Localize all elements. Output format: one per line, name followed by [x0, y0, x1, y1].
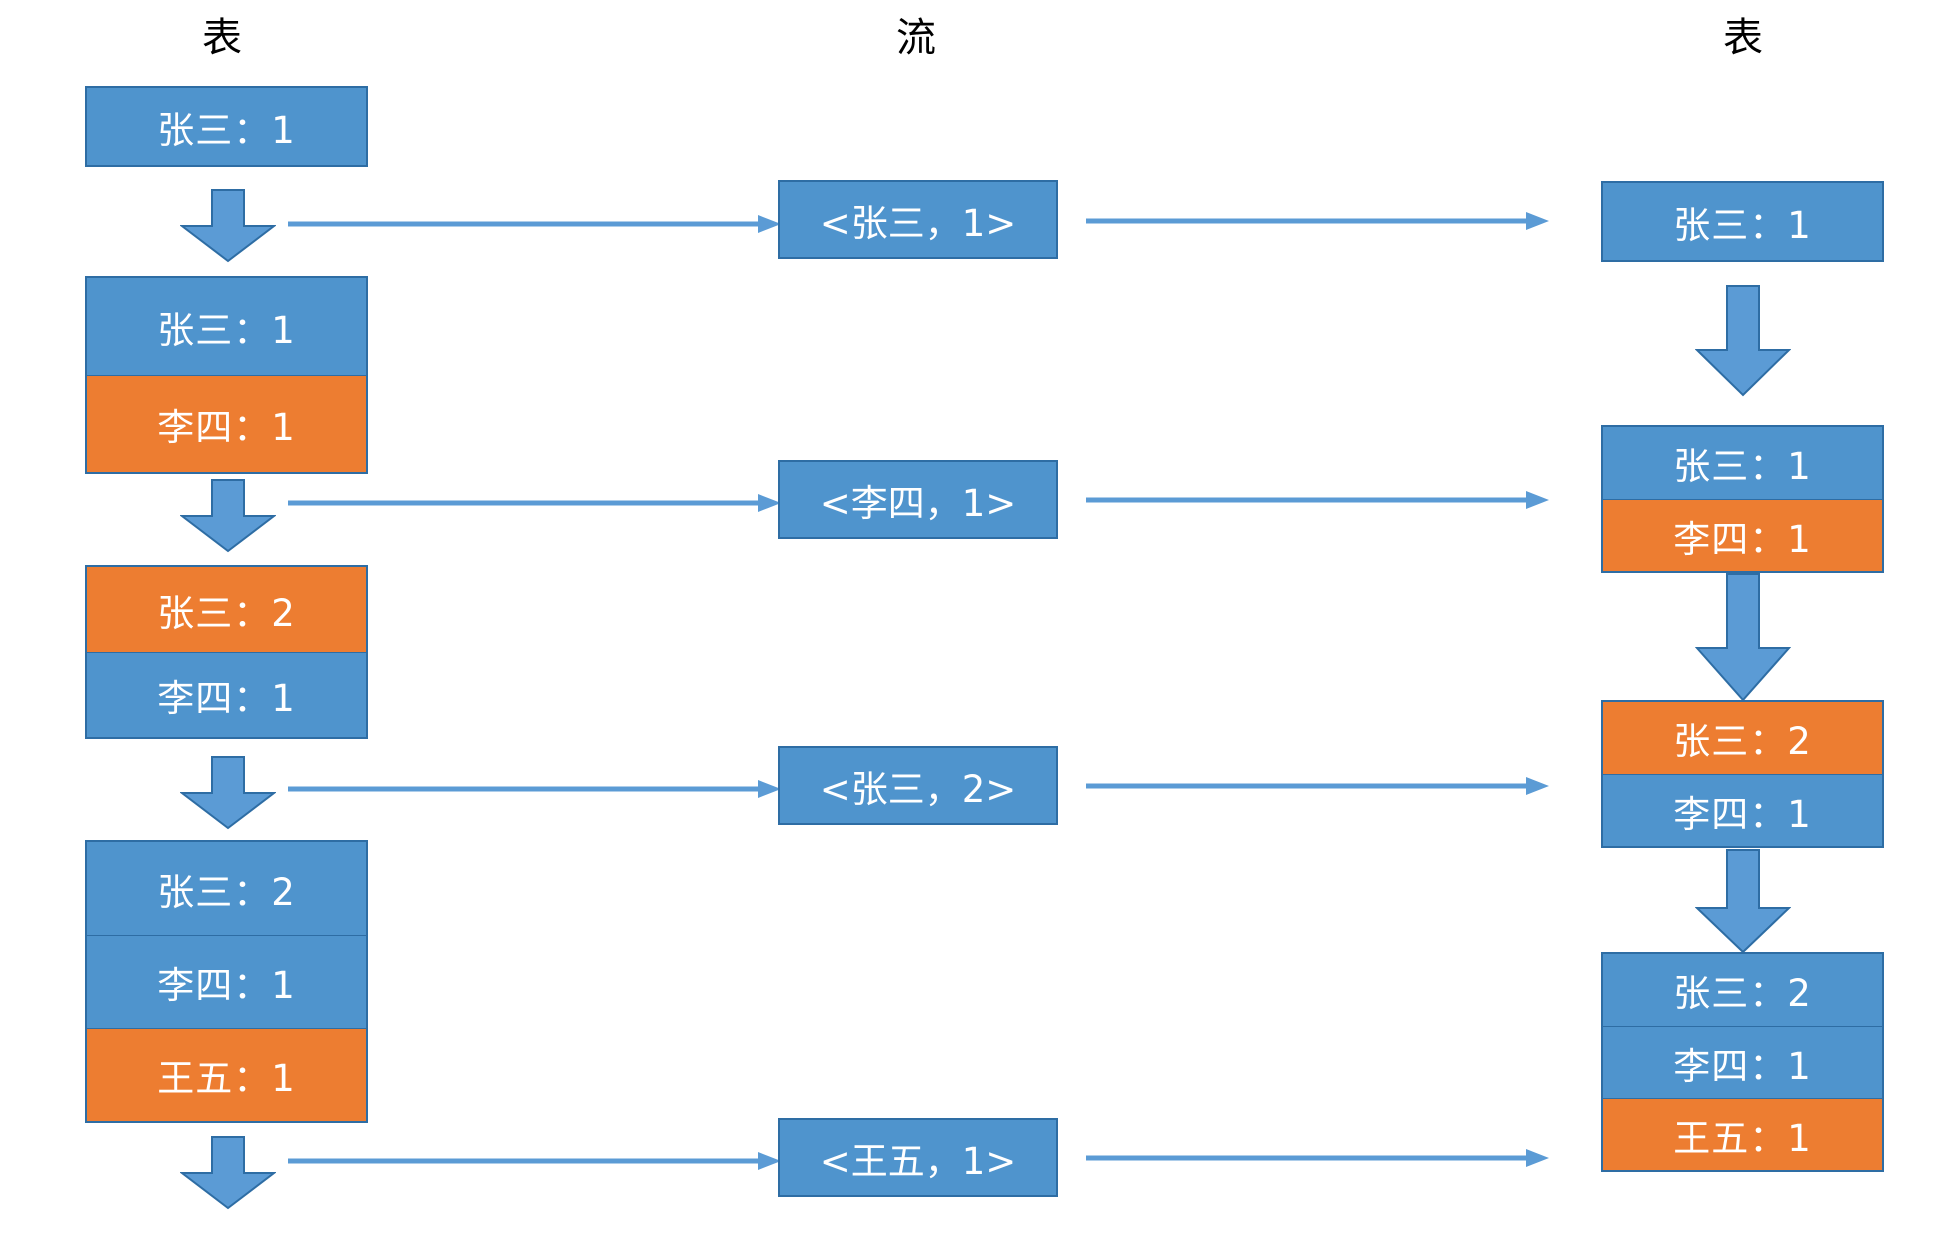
table-row: 张三：1	[1603, 183, 1882, 260]
table-row: 李四：1	[87, 652, 366, 737]
table-row: 李四：1	[1603, 1026, 1882, 1098]
column-title-stream: 流	[896, 15, 936, 61]
flow-arrow-left-to-stream	[288, 492, 783, 514]
table-row: 李四：1	[87, 935, 366, 1028]
flow-arrow-left-to-stream	[288, 1150, 783, 1172]
stream-event-4: <王五，1>	[778, 1118, 1058, 1197]
table-row: 张三：2	[87, 842, 366, 935]
right-table-2: 张三：1 李四：1	[1601, 425, 1884, 573]
table-row: 张三：1	[1603, 427, 1882, 499]
flow-arrow-left-to-stream	[288, 213, 783, 235]
table-row: 李四：1	[1603, 499, 1882, 571]
table-row: 张三：2	[1603, 954, 1882, 1026]
column-title-right-table: 表	[1723, 15, 1763, 61]
down-arrow-icon	[180, 478, 276, 553]
down-arrow-icon	[180, 755, 276, 830]
down-arrow-icon	[1695, 284, 1791, 397]
flow-arrow-stream-to-right	[1086, 775, 1551, 797]
flow-arrow-stream-to-right	[1086, 489, 1551, 511]
left-table-3: 张三：2 李四：1	[85, 565, 368, 739]
table-row: 张三：2	[87, 567, 366, 652]
flow-arrow-stream-to-right	[1086, 1147, 1551, 1169]
column-title-left-table: 表	[202, 15, 242, 61]
right-table-1: 张三：1	[1601, 181, 1884, 262]
table-row: 张三：2	[1603, 702, 1882, 774]
flow-arrow-stream-to-right	[1086, 210, 1551, 232]
stream-event-1: <张三，1>	[778, 180, 1058, 259]
right-table-3: 张三：2 李四：1	[1601, 700, 1884, 848]
table-row: 张三：1	[87, 278, 366, 375]
table-row: 王五：1	[87, 1028, 366, 1121]
left-table-2: 张三：1 李四：1	[85, 276, 368, 474]
down-arrow-icon	[1695, 848, 1791, 954]
down-arrow-icon	[180, 1135, 276, 1210]
stream-event-3: <张三，2>	[778, 746, 1058, 825]
table-row: 张三：1	[87, 88, 366, 165]
right-table-4: 张三：2 李四：1 王五：1	[1601, 952, 1884, 1172]
table-row: 李四：1	[87, 375, 366, 472]
down-arrow-icon	[180, 188, 276, 263]
stream-event-2: <李四，1>	[778, 460, 1058, 539]
left-table-1: 张三：1	[85, 86, 368, 167]
down-arrow-icon	[1695, 572, 1791, 702]
left-table-4: 张三：2 李四：1 王五：1	[85, 840, 368, 1123]
flow-arrow-left-to-stream	[288, 778, 783, 800]
table-row: 王五：1	[1603, 1098, 1882, 1170]
table-row: 李四：1	[1603, 774, 1882, 846]
